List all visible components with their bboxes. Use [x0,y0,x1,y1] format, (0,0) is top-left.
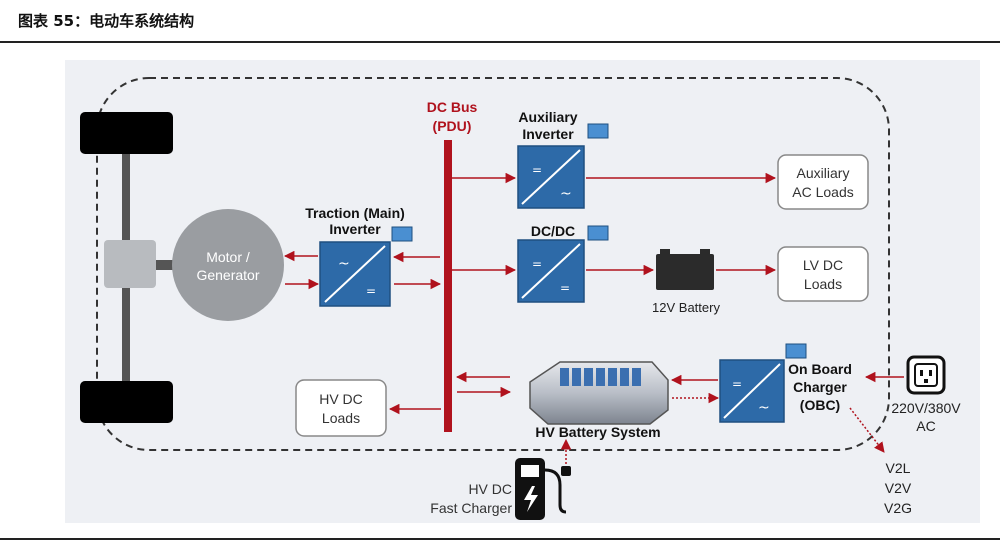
hv-loads-label-2: Loads [322,410,360,426]
v2x-label-3: V2G [884,500,912,516]
dc-bus-label-2: (PDU) [433,118,472,134]
fast-charger-icon [515,458,571,520]
v2x-label-1: V2L [886,460,911,476]
svg-text:~: ~ [560,186,572,202]
obc-label-1: On Board [788,361,852,377]
hv-dc-loads-box: HV DC Loads [295,379,387,437]
hv-loads-label-1: HV DC [319,391,363,407]
svg-text:=: = [532,163,542,177]
arrow-obc-to-v2x [849,407,885,453]
motor-label-1: Motor / [206,249,250,265]
bottom-rule [0,538,1000,540]
obc-label-2: Charger [793,379,847,395]
aux-loads-label-2: AC Loads [792,184,853,200]
differential [104,240,156,288]
axle-assembly [80,112,184,423]
vehicle-outline [96,77,890,451]
aux-ac-loads-box: Auxiliary AC Loads [777,154,869,210]
rear-wheel [80,381,173,423]
svg-text:=: = [732,377,742,391]
ac-outlet-icon [906,355,946,395]
top-rule [0,41,1000,43]
svg-text:=: = [366,284,376,298]
battery-12v-label: 12V Battery [652,300,720,315]
aux-inverter-label-2: Inverter [522,126,574,142]
obc-label-3: (OBC) [800,397,840,413]
svg-text:~: ~ [338,256,350,272]
hv-battery-system: HV Battery System [529,361,669,440]
front-wheel [80,112,173,154]
v2x-label-2: V2V [885,480,912,496]
lv-loads-label-2: Loads [804,276,842,292]
dcdc-converter: = = DC/DC [517,223,609,303]
traction-inverter-label-1: Traction (Main) [305,205,405,221]
dc-bus-label-1: DC Bus [427,99,478,115]
lv-loads-label-1: LV DC [803,257,843,273]
figure-title: 图表 55：电动车系统结构 [18,12,195,30]
fast-charger-label-2: Fast Charger [430,500,512,516]
hv-battery-label: HV Battery System [535,424,660,440]
fast-charger-label-1: HV DC [468,481,512,497]
auxiliary-inverter: = ~ Auxiliary Inverter [517,109,609,209]
on-board-charger: = ~ On Board Charger (OBC) [719,343,852,423]
battery-12v: 12V Battery [652,249,720,315]
lv-dc-loads-box: LV DC Loads [777,246,869,302]
svg-text:=: = [560,281,570,295]
aux-inverter-label-1: Auxiliary [518,109,577,125]
traction-inverter-label-2: Inverter [329,221,381,237]
dc-bus: DC Bus (PDU) [427,99,478,432]
svg-text:~: ~ [758,400,770,416]
ac-source-label-1: 220V/380V [891,400,961,416]
motor-label-2: Generator [196,267,259,283]
dcdc-label: DC/DC [531,223,575,239]
svg-text:=: = [532,257,542,271]
power-flow-arrows [283,172,904,464]
aux-loads-label-1: Auxiliary [797,165,850,181]
ac-source-label-2: AC [916,418,935,434]
motor-generator: Motor / Generator [172,209,284,321]
traction-inverter: ~ = Traction (Main) Inverter [305,205,413,307]
